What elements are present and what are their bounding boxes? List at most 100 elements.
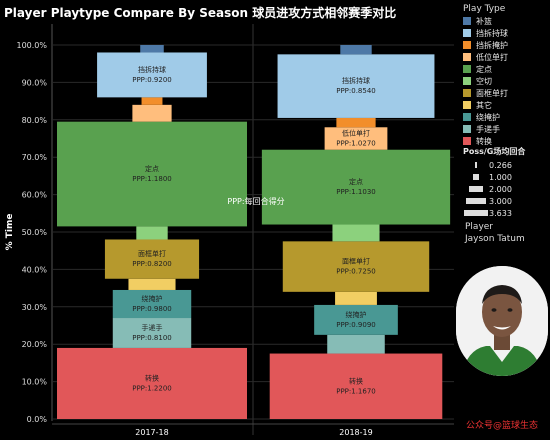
segment-label: 转换	[145, 373, 159, 382]
y-tick-label: 90.0%	[22, 78, 48, 87]
ppp-annotation: PPP:每回合得分	[227, 196, 284, 206]
segment-ppp-label: PPP:1.1800	[132, 175, 172, 183]
legend-item[interactable]: 低位单打	[463, 51, 548, 63]
bar-segment	[335, 291, 377, 305]
segment-label: 面框单打	[342, 257, 370, 266]
segment-ppp-label: PPP:0.9200	[132, 76, 172, 84]
y-tick-label: 40.0%	[22, 265, 48, 274]
legend-item[interactable]: 手递手	[463, 123, 548, 135]
segment-ppp-label: PPP:0.9800	[132, 305, 172, 313]
y-tick-label: 20.0%	[22, 340, 48, 349]
player-filter[interactable]: Player Jayson Tatum	[465, 222, 525, 244]
y-tick-label: 80.0%	[22, 116, 48, 125]
bar-segment	[336, 117, 376, 128]
bar-segment	[112, 318, 192, 348]
size-legend-mark	[475, 162, 477, 168]
bar-segment	[324, 127, 388, 150]
bar-segment	[140, 45, 164, 53]
bar-segment	[57, 347, 247, 419]
size-legend-label: 1.000	[489, 172, 512, 182]
segment-ppp-label: PPP:0.8200	[132, 260, 172, 268]
size-legend-item: 1.000	[463, 171, 548, 183]
bar-segment	[132, 104, 172, 122]
size-legend-item: 2.000	[463, 183, 548, 195]
watermark: 公众号@篮球生态	[466, 421, 539, 431]
legend-item[interactable]: 绕掩护	[463, 111, 548, 123]
segment-ppp-label: PPP:1.0270	[336, 140, 376, 148]
segment-ppp-label: PPP:0.8540	[336, 87, 376, 95]
bar-segment	[277, 54, 435, 118]
player-name: Jayson Tatum	[465, 234, 525, 244]
segment-ppp-label: PPP:1.1030	[336, 188, 376, 196]
bar-segment	[269, 353, 443, 419]
size-legend-mark	[472, 174, 480, 180]
size-legend-title: Poss/G场均回合	[463, 147, 526, 156]
legend-swatch	[463, 29, 471, 37]
legend-item[interactable]: 面框单打	[463, 87, 548, 99]
bar-segment	[141, 97, 163, 105]
size-legend-item: 3.633	[463, 207, 548, 219]
x-category-label: 2017-18	[135, 428, 168, 437]
segment-label: 定点	[349, 177, 363, 186]
legend-swatch	[463, 41, 471, 49]
legend-label: 空切	[476, 76, 492, 86]
legend-label: 挡拆持球	[476, 28, 508, 38]
legend-item[interactable]: 挡拆持球	[463, 27, 548, 39]
y-tick-label: 60.0%	[22, 191, 48, 200]
legend-item[interactable]: 挡拆掩护	[463, 39, 548, 51]
legend-swatch	[463, 137, 471, 145]
y-tick-label: 0.0%	[27, 415, 48, 424]
bar-segment	[112, 289, 192, 319]
bar-segment	[340, 45, 372, 55]
segment-label: 挡拆持球	[342, 76, 370, 85]
size-legend-label: 3.000	[489, 196, 512, 206]
bar-segment	[136, 226, 168, 240]
segment-label: 面框单打	[138, 249, 166, 258]
legend-label: 手递手	[476, 124, 500, 134]
legend-swatch	[463, 89, 471, 97]
y-axis-title: % Time	[5, 214, 15, 251]
bar-segment	[314, 304, 398, 335]
bar-segment	[57, 121, 247, 227]
segment-label: 绕掩护	[142, 294, 163, 303]
legend-label: 绕掩护	[476, 112, 500, 122]
segment-ppp-label: PPP:0.7250	[336, 268, 376, 276]
legend-item[interactable]: 定点	[463, 63, 548, 75]
y-tick-label: 100.0%	[16, 41, 47, 50]
size-legend-item: 0.266	[463, 159, 548, 171]
legend-item[interactable]: 转换	[463, 135, 548, 147]
legend-items: 补篮挡拆持球挡拆掩护低位单打定点空切面框单打其它绕掩护手递手转换	[463, 15, 548, 147]
legend-label: 定点	[476, 64, 492, 74]
y-tick-label: 30.0%	[22, 303, 48, 312]
legend-swatch	[463, 101, 471, 109]
y-tick-label: 70.0%	[22, 153, 48, 162]
segment-ppp-label: PPP:1.1670	[336, 387, 376, 395]
size-legend-label: 3.633	[489, 208, 512, 218]
legend-swatch	[463, 17, 471, 25]
legend-swatch	[463, 53, 471, 61]
segment-label: 低位单打	[342, 129, 370, 138]
legend-label: 其它	[476, 100, 492, 110]
playtype-legend: Play Type 补篮挡拆持球挡拆掩护低位单打定点空切面框单打其它绕掩护手递手…	[463, 4, 548, 147]
legend-item[interactable]: 其它	[463, 99, 548, 111]
legend-swatch	[463, 77, 471, 85]
size-legend-mark	[466, 198, 486, 204]
legend-label: 转换	[476, 136, 492, 146]
legend-item[interactable]: 补篮	[463, 15, 548, 27]
size-legend-label: 2.000	[489, 184, 512, 194]
legend-label: 补篮	[476, 16, 492, 26]
segment-label: 手递手	[142, 323, 163, 332]
segment-label: 绕掩护	[346, 310, 367, 319]
bar-segment	[332, 224, 380, 242]
bar-segment	[104, 239, 200, 279]
bar-segment	[327, 334, 385, 354]
legend-label: 挡拆掩护	[476, 40, 508, 50]
player-label: Player	[465, 222, 494, 232]
bar-segment	[282, 241, 430, 292]
segment-ppp-label: PPP:0.8100	[132, 334, 172, 342]
segment-label: 定点	[145, 164, 159, 173]
legend-item[interactable]: 空切	[463, 75, 548, 87]
segment-ppp-label: PPP:1.2200	[132, 384, 172, 392]
